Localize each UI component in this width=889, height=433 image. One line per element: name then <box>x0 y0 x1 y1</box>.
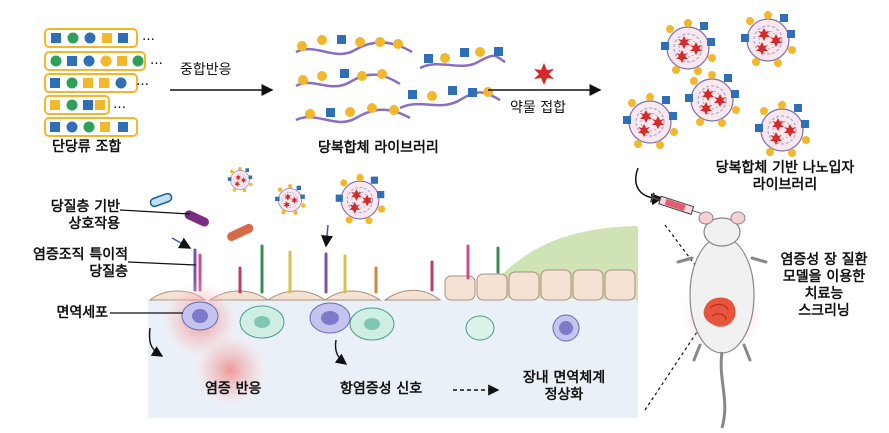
drug-star-icon <box>534 63 554 85</box>
nanoparticle-icon <box>227 166 253 193</box>
bacteria-icon <box>149 192 254 241</box>
nanoparticle-icon <box>274 183 306 216</box>
anti-inflammatory-label: 항염증성 신호 <box>340 381 423 397</box>
screening-label: 염증성 장 질환 모델을 이용한 치료능 스크리닝 <box>765 252 883 320</box>
immune-normalization-label: 장내 면역체계 정상화 <box>498 370 630 404</box>
monosaccharide-label: 단당류 조합 <box>52 139 122 155</box>
glycopolymer-library-label: 당복합체 라이브러리 <box>318 140 439 156</box>
glycocalyx-interaction-line2: 상호작용 <box>68 216 120 232</box>
inflamed-glycocalyx-line2: 당질층 <box>89 264 128 280</box>
inflammatory-response-label: 염증 반응 <box>205 381 262 397</box>
anti-inflammatory-arrow <box>334 339 348 365</box>
polymerization-label: 중합반응 <box>180 62 232 78</box>
pointer-line-2 <box>127 261 197 266</box>
glycocalyx-interaction-label: 당질층 기반 상호작용 <box>10 199 120 233</box>
svg-text:…: … <box>136 74 149 89</box>
screening-line4: 스크리닝 <box>798 303 850 319</box>
immune-normalization-line2: 정상화 <box>544 387 584 403</box>
screening-line2: 모델을 이용한 <box>782 269 866 285</box>
curved-arrow <box>635 167 664 206</box>
svg-text:…: … <box>113 97 126 112</box>
mouse-icon <box>676 211 768 429</box>
glycopolymer-sugars <box>297 35 503 119</box>
drug-conjugation-label: 약물 접합 <box>510 100 566 116</box>
monosaccharide-combination: … … … … <box>44 28 163 137</box>
nanoparticle-library-label: 당복합체 기반 나노입자 라이브러리 <box>700 160 870 194</box>
svg-text:…: … <box>150 53 163 68</box>
nanoparticle-library-line1: 당복합체 기반 나노입자 <box>715 160 855 176</box>
immune-cell-icon <box>158 278 580 410</box>
immune-cell-label: 면역세포 <box>56 305 108 321</box>
glycocalyx <box>193 244 500 294</box>
inflamed-glycocalyx-line1: 염증조직 특이적 <box>32 247 128 263</box>
nanoparticle-icon <box>335 173 386 225</box>
epithelial-layer <box>148 269 636 301</box>
screening-line3: 치료능 <box>804 286 844 302</box>
svg-text:…: … <box>142 29 155 44</box>
nanoparticle-library <box>622 10 811 158</box>
inflamed-glycocalyx-label: 염증조직 특이적 당질층 <box>0 247 128 281</box>
syringe-icon <box>649 192 706 216</box>
nanoparticle-library-line2: 라이브러리 <box>752 177 818 193</box>
pointer-line-1 <box>119 209 191 215</box>
immune-normalization-line1: 장내 면역체계 <box>522 370 606 386</box>
glycocalyx-interaction-line1: 당질층 기반 <box>50 199 120 215</box>
interaction-arrow <box>171 237 192 249</box>
nanoparticle-arrow <box>321 224 333 248</box>
screening-line1: 염증성 장 질환 <box>780 252 868 268</box>
inflammation-arrow <box>148 327 164 357</box>
